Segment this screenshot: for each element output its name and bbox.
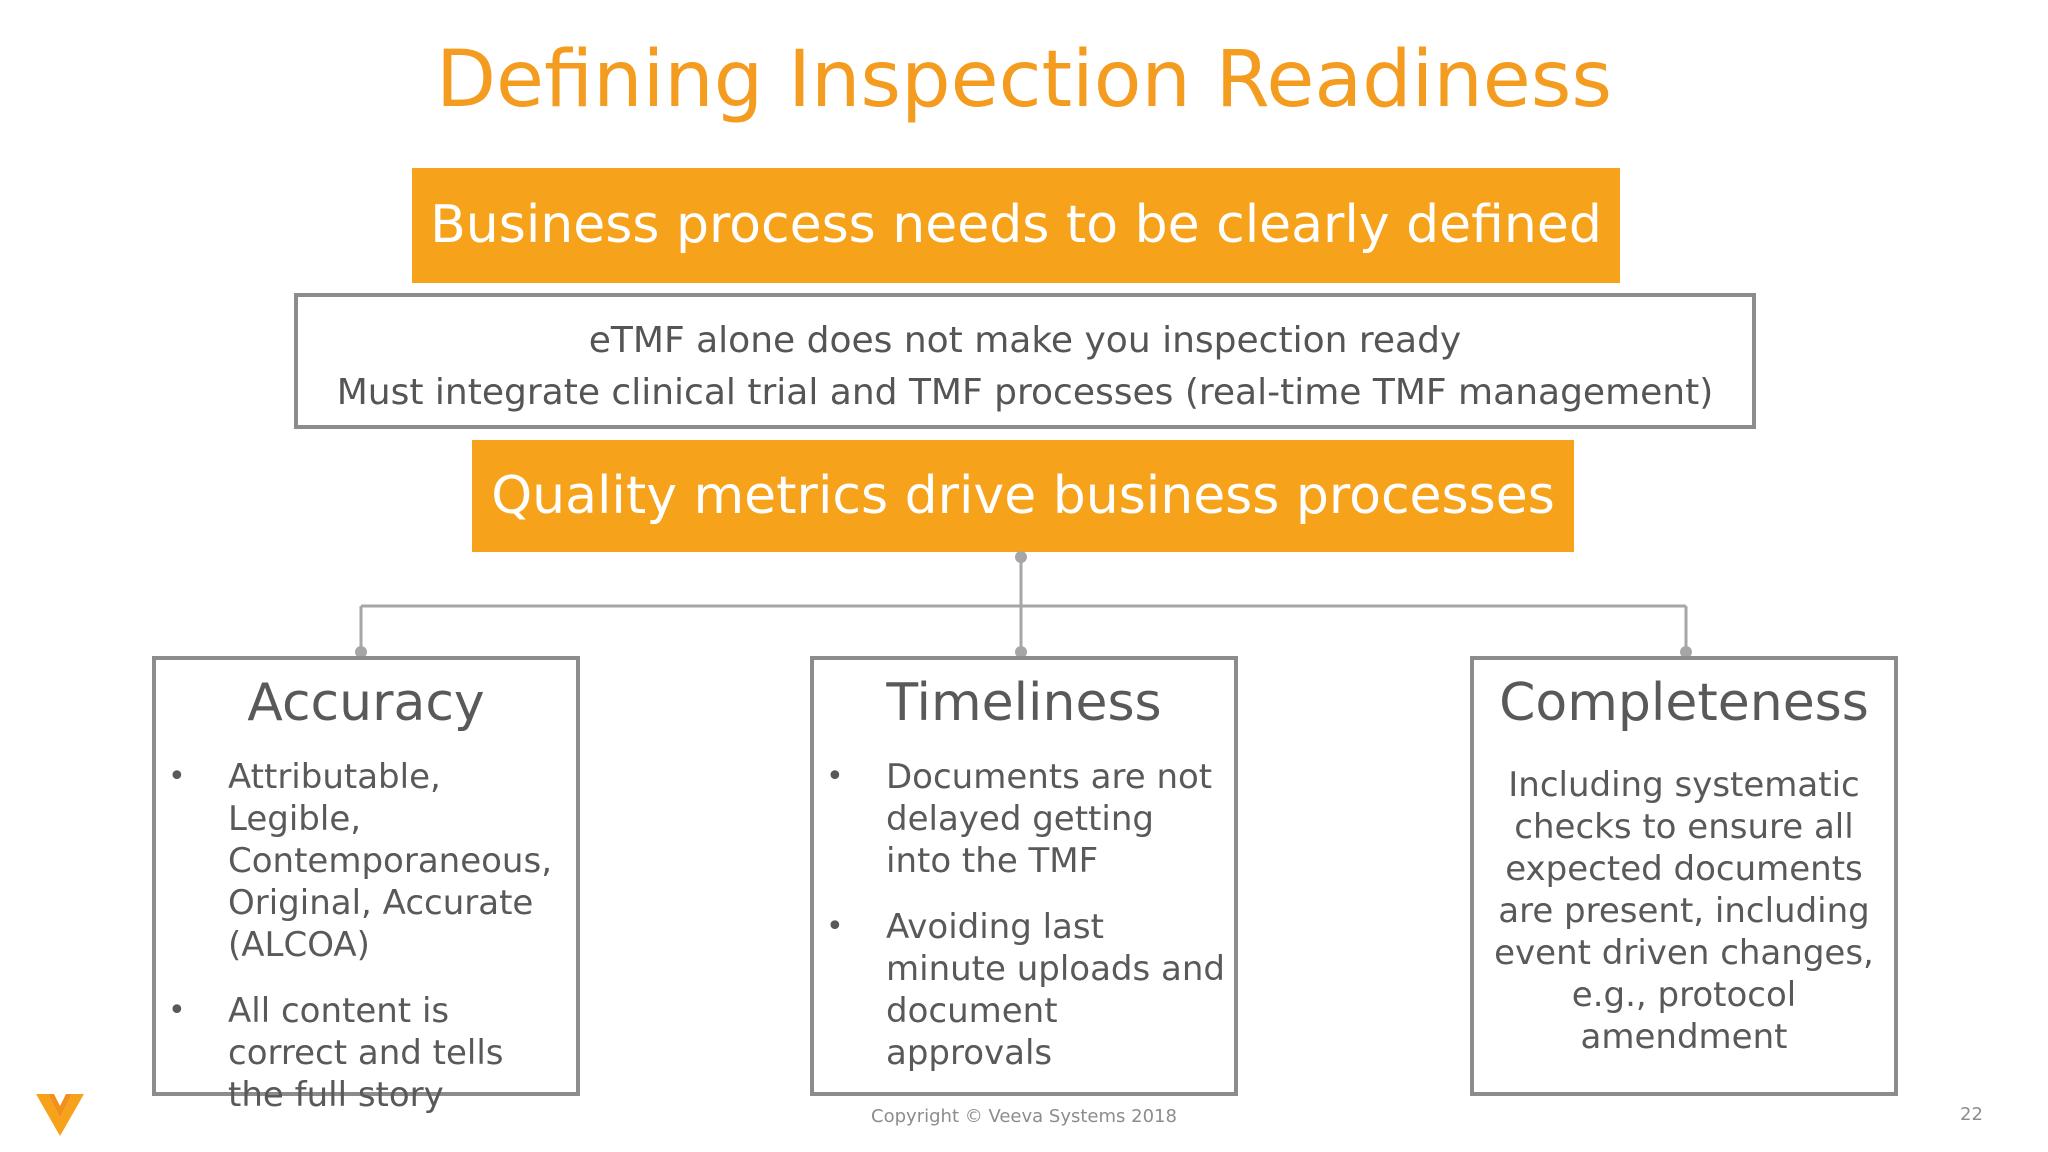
bullet-text: Attributable, Legible, Contemporaneous, … <box>228 757 552 965</box>
list-item: • All content is correct and tells the f… <box>156 990 576 1116</box>
bullet-icon: • <box>826 759 844 794</box>
connector-dot-top <box>1015 551 1027 563</box>
etmf-statement-box: eTMF alone does not make you inspection … <box>294 293 1756 429</box>
bullet-icon: • <box>168 993 186 1028</box>
bullet-icon: • <box>826 909 844 944</box>
bullet-text: Avoiding last minute uploads and documen… <box>886 907 1226 1073</box>
connector-dot-center <box>1015 646 1027 658</box>
timeliness-bullet-list: • Documents are not delayed getting into… <box>814 756 1234 1074</box>
card-timeliness: Timeliness • Documents are not delayed g… <box>810 656 1238 1096</box>
page-number: 22 <box>1960 1104 1983 1125</box>
card-accuracy: Accuracy • Attributable, Legible, Contem… <box>152 656 580 1115</box>
slide-title: Defining Inspection Readiness <box>435 35 1613 125</box>
list-item: • Documents are not delayed getting into… <box>814 756 1234 882</box>
card-title-timeliness: Timeliness <box>886 673 1162 733</box>
card-completeness: Completeness Including systematic checks… <box>1470 656 1898 1096</box>
business-process-banner: Business process needs to be clearly def… <box>412 168 1620 283</box>
veeva-logo-icon <box>36 1094 84 1136</box>
connector-dot-left <box>355 646 367 658</box>
etmf-line-1: eTMF alone does not make you inspection … <box>588 320 1462 361</box>
card-title-completeness: Completeness <box>1499 673 1869 733</box>
bullet-text: All content is correct and tells the ful… <box>228 991 504 1115</box>
quality-metrics-banner: Quality metrics drive business processes <box>472 440 1574 552</box>
etmf-line-2: Must integrate clinical trial and TMF pr… <box>336 372 1714 413</box>
bullet-text: Documents are not delayed getting into t… <box>886 757 1213 881</box>
bullet-icon: • <box>168 759 186 794</box>
copyright-footer: Copyright © Veeva Systems 2018 <box>871 1106 1177 1127</box>
list-item: • Attributable, Legible, Contemporaneous… <box>156 756 576 966</box>
list-item: • Avoiding last minute uploads and docum… <box>814 906 1234 1074</box>
completeness-text: Including systematic checks to ensure al… <box>1494 765 1874 1057</box>
connector-dot-right <box>1680 646 1692 658</box>
card-title-accuracy: Accuracy <box>247 673 485 733</box>
accuracy-bullet-list: • Attributable, Legible, Contemporaneous… <box>156 756 576 1116</box>
